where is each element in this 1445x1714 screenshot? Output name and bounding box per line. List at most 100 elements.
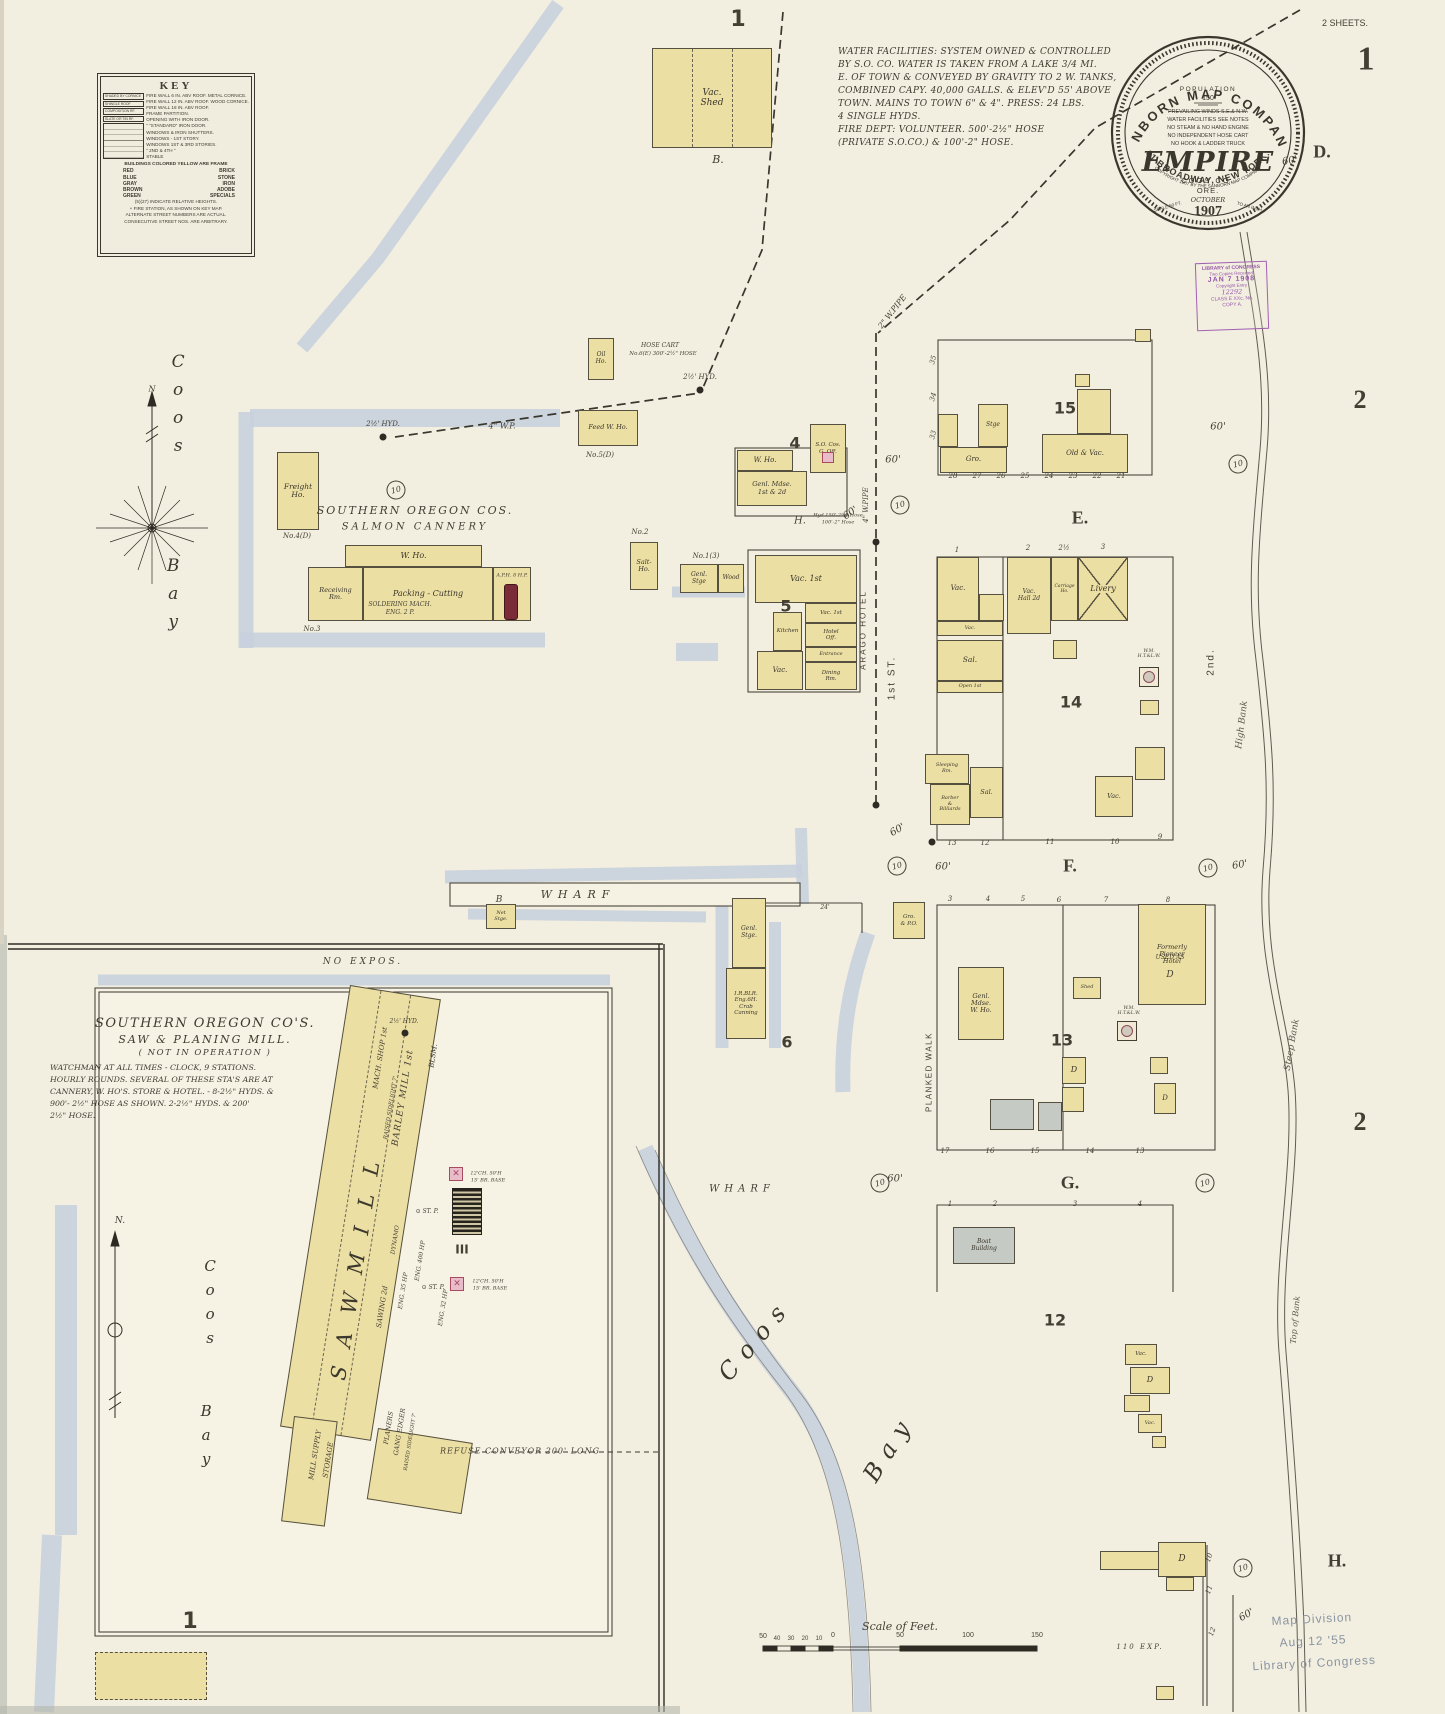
building-label: Vac.	[1144, 1419, 1156, 1426]
building-label: Dining Rm.	[821, 669, 841, 682]
block-6: 6	[781, 1032, 793, 1052]
stamp-population-label: POPULATION	[1180, 86, 1236, 93]
map-label: 12'CH. 50'H	[472, 1278, 504, 1285]
water-facilities-note: WATER FACILITIES: SYSTEM OWNED & CONTROL…	[838, 46, 1118, 150]
building-label: Vac.	[1135, 1351, 1147, 1358]
boat-building: Boat Building	[953, 1227, 1015, 1264]
water-note-line: COMBINED CAPY. 40,000 GALLS. & ELEV'D 55…	[838, 86, 1112, 96]
map-label: H.	[794, 515, 806, 527]
building	[1152, 1436, 1166, 1448]
map-label: N	[148, 384, 156, 394]
height-circle: 10	[888, 493, 912, 517]
map-label: D	[1166, 970, 1174, 981]
map-label: 28	[948, 472, 958, 481]
planked-walk: PLANKED WALK	[924, 1032, 934, 1112]
building-label: Gro. & P.O.	[900, 914, 918, 927]
building-label: S.O. Cos. G. Off.	[815, 442, 841, 454]
mill-note-line: HOURLY ROUNDS. SEVERAL OF THESE STA'S AR…	[50, 1075, 273, 1084]
map-label: III	[455, 1242, 469, 1257]
mill-note-title: SOUTHERN OREGON CO'S.	[94, 1016, 316, 1031]
stamp-line-2: NO STEAM & NO HAND ENGINE	[1167, 125, 1249, 131]
key-color-cell: GRAY	[123, 180, 137, 187]
map-division-stamp: Map Division Aug 12 '55 Library of Congr…	[1246, 1605, 1379, 1678]
water-note-line: TOWN. MAINS TO TOWN 6" & 4". PRESS: 24 L…	[838, 99, 1085, 109]
crab-cannery: I.R.BLR. Eng.6H. Crab Canning	[726, 968, 766, 1039]
pioneer-hotel: Formerly Pioneer Hotel	[1138, 904, 1206, 1005]
key-footer-line: ALTERNATE STREET NUMBERS ARE ACTUAL.	[125, 212, 227, 218]
map-label: 60'	[888, 821, 908, 839]
key-yellow-line: BUILDINGS COLORED YELLOW ARE FRAME	[124, 162, 228, 168]
map-label: 60'	[887, 1173, 903, 1185]
mill-note-line: CANNERY, W. HO'S. STORE & HOTEL. - 8-2½"…	[50, 1087, 274, 1096]
building	[1140, 700, 1159, 715]
map-label: SALMON CANNERY	[341, 521, 489, 533]
map-label: 3	[947, 895, 953, 904]
building-label: Freight Ho.	[283, 481, 313, 499]
map-label: 10	[1203, 1552, 1215, 1564]
map-label: N.	[114, 1216, 126, 1227]
inset-border	[8, 943, 665, 1712]
hydrant-dot	[928, 838, 936, 846]
map-label: Hyd 150'-2½" Hose	[813, 512, 863, 519]
building: Hotel Off.	[805, 623, 857, 647]
mill-note-body: WATCHMAN AT ALL TIMES - CLOCK, 9 STATION…	[50, 1062, 360, 1122]
building-label: I.R.BLR. Eng.6H. Crab Canning	[734, 991, 758, 1016]
map-label: 1	[954, 546, 960, 555]
stamp-population-value: 150	[1202, 95, 1214, 102]
stamp-year: 1907	[1194, 204, 1222, 219]
building-label: Vac.	[772, 665, 788, 674]
map-label: USED AS	[1155, 953, 1185, 961]
map-label: ENG. 400 HP	[413, 1240, 427, 1282]
key-left-item: SHADED BY CORNICE	[103, 93, 145, 100]
key-color-cell: ADOBE	[216, 186, 235, 193]
scale-title: Scale of Feet.	[862, 1620, 938, 1634]
map-label: 23	[1068, 472, 1078, 481]
street-d: D.	[1313, 141, 1331, 162]
street-e: E.	[1071, 507, 1089, 528]
building	[1156, 1686, 1174, 1700]
map-label: 15	[1030, 1147, 1040, 1156]
height-circle: 10	[885, 854, 909, 878]
map-label: 17	[940, 1147, 950, 1156]
map-label: 26	[996, 472, 1006, 481]
mill-note: SOUTHERN OREGON CO'S. SAW & PLANING MILL…	[50, 1016, 360, 1122]
map-label: W.M. H.T.&L.W.	[1117, 1006, 1141, 1016]
building: Vac. 1st	[755, 555, 857, 603]
building: D	[1062, 1057, 1086, 1084]
key-color-row: GRAY IRON	[103, 181, 249, 187]
map-label: 40	[773, 1635, 781, 1642]
coos-bay-label: Coos	[712, 1292, 798, 1387]
livery: Livery	[1078, 557, 1128, 621]
street-f: F.	[1063, 855, 1077, 876]
street-h: H.	[1327, 1550, 1347, 1571]
chimney-symbol: ✕	[450, 1277, 464, 1291]
packing-cutting: Packing - Cutting	[363, 567, 493, 621]
map-label: 14	[1085, 1147, 1095, 1156]
map-label: 4	[985, 895, 991, 904]
map-label: 0	[831, 1632, 835, 1640]
key-item: FIRE WALL 18 IN. ABV ROOF.	[146, 105, 210, 111]
map-label: Bay	[197, 1402, 216, 1474]
key-left-column: SHADED BY CORNICE SHINGLE ROOF COMPOSITI…	[103, 93, 145, 160]
map-label: 13	[1135, 1147, 1145, 1156]
map-label: 22	[1092, 472, 1102, 481]
key-item: FIRE WALL 6 IN. ABV ROOF. METAL CORNICE.	[146, 93, 247, 98]
map-label: 35	[928, 354, 939, 366]
building	[1135, 747, 1165, 780]
freight-house: Freight Ho.	[277, 452, 319, 530]
map-label: No.3	[303, 625, 321, 634]
map-label: 15' BR. BASE	[470, 1177, 506, 1184]
key-item: OPENING WITH IRON DOOR.	[146, 117, 210, 123]
building	[990, 1099, 1034, 1130]
map-label: 2½	[1058, 544, 1070, 553]
block-13: 13	[1050, 1030, 1074, 1050]
building-label: Vac.	[1107, 791, 1121, 800]
map-label: Coos	[168, 352, 189, 464]
key-color-cell: IRON	[222, 180, 236, 187]
building: Carriage Ho.	[1051, 557, 1078, 621]
stamp-line-1: WATER FACILITIES SEE NOTES	[1167, 117, 1249, 123]
building-label: Genl. Mdse. W. Ho.	[970, 991, 992, 1015]
